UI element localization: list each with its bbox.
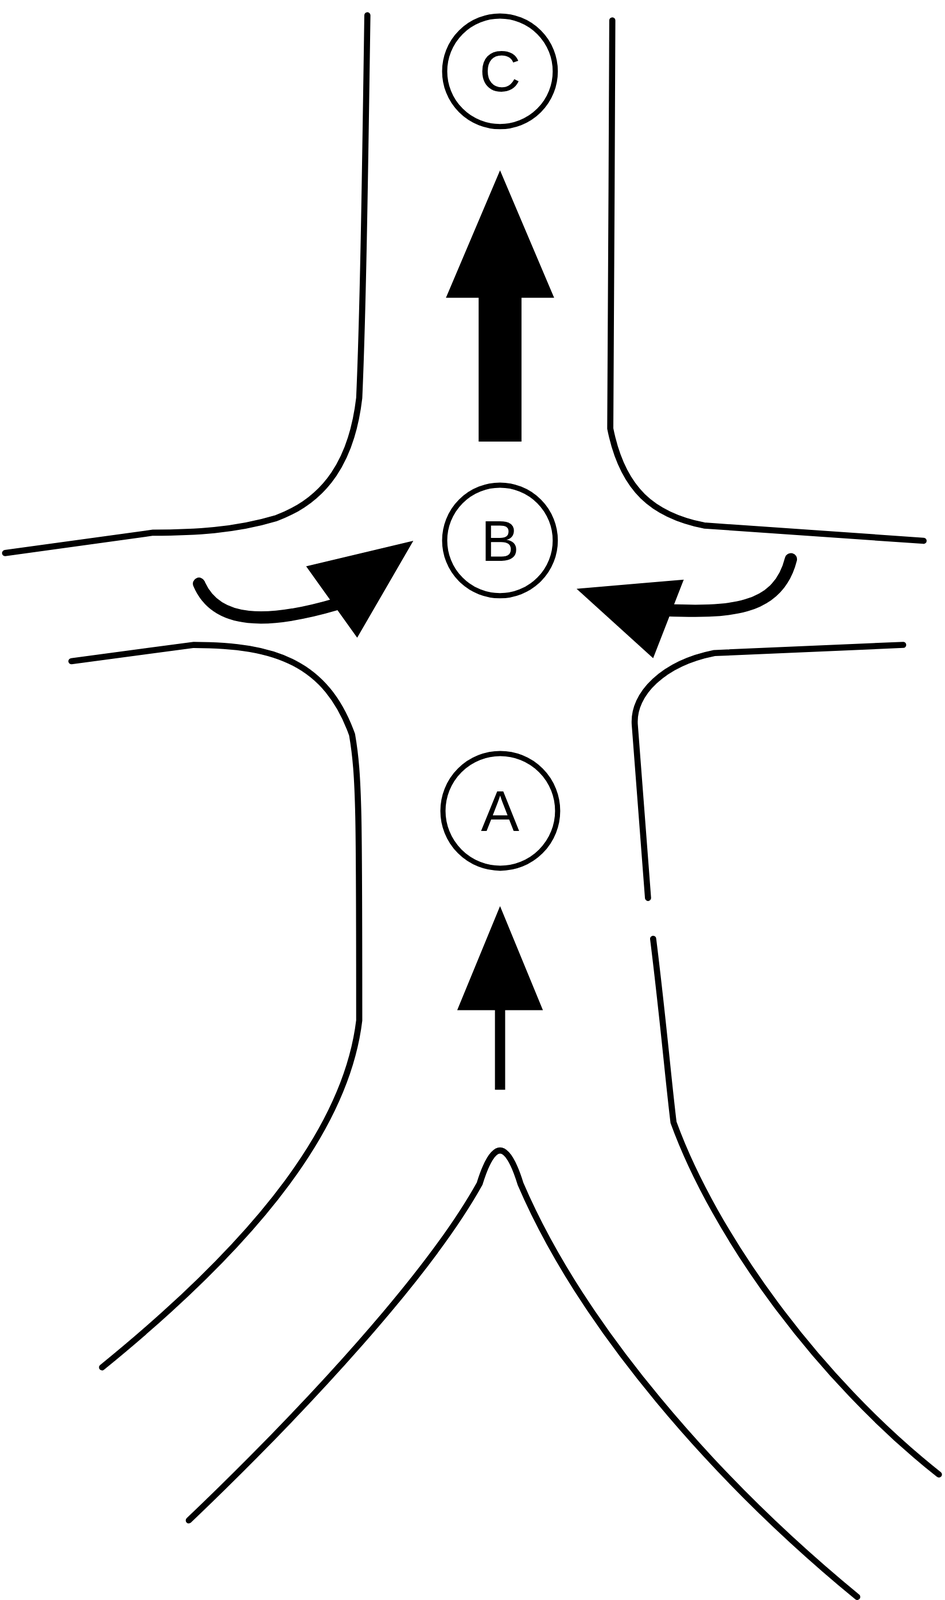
vessel-wall — [634, 645, 904, 899]
vessel-wall — [652, 939, 939, 1476]
flow-arrow-head — [576, 580, 684, 659]
vessel-wall — [610, 20, 924, 542]
flow-arrow-head — [306, 541, 414, 639]
letter-label: A — [480, 782, 520, 840]
flow-arrow — [457, 906, 543, 1091]
letter-label: C — [479, 42, 521, 100]
vessel-wall — [71, 645, 360, 1369]
letter-label: B — [480, 512, 520, 570]
flow-arrow — [445, 170, 555, 442]
arrow-shape — [445, 170, 555, 442]
vessel-wall — [188, 1150, 858, 1598]
circle-label: B — [441, 482, 559, 600]
circle-label: A — [440, 751, 561, 872]
vessel-wall — [5, 15, 368, 554]
flow-arrow-shaft — [199, 584, 337, 618]
circle-label: C — [441, 13, 559, 130]
flow-arrow-shaft — [665, 559, 792, 612]
